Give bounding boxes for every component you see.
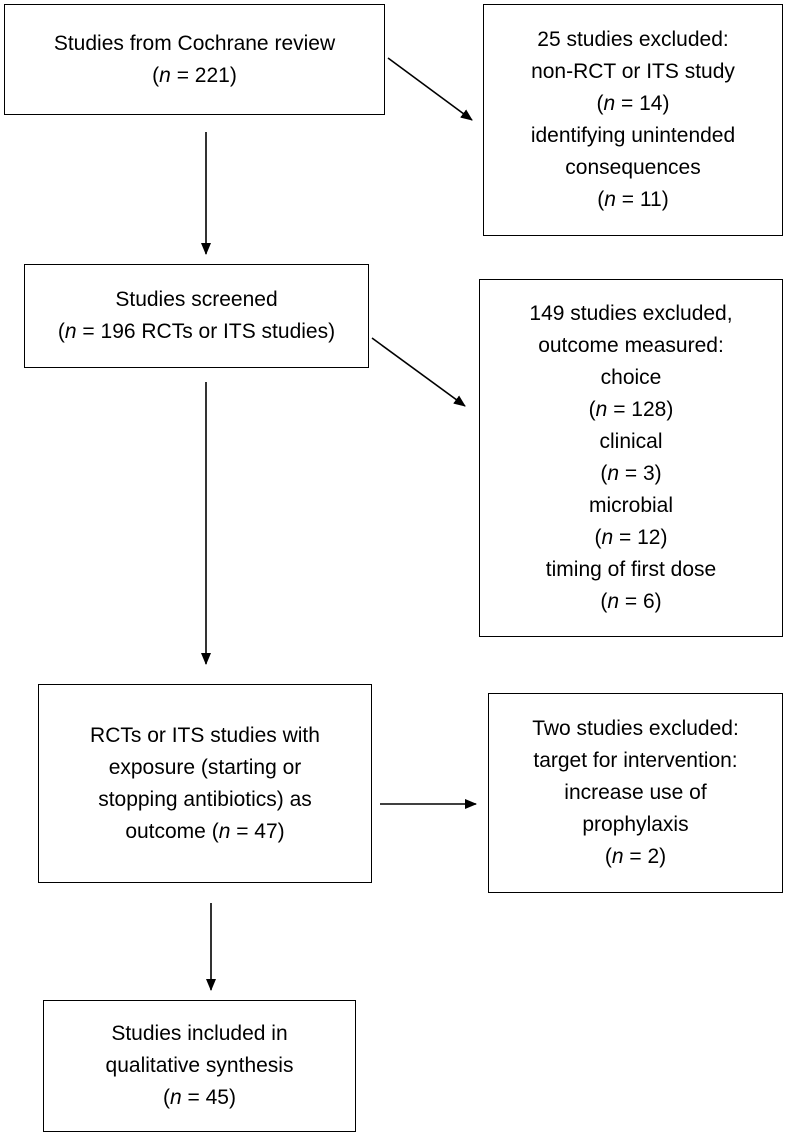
excluded-nonrct-count: (n = 14) — [596, 92, 670, 115]
box-excluded-outcome: 149 studies excluded, outcome measured: … — [479, 279, 783, 637]
arrow-cochrane-to-excluded — [387, 57, 473, 121]
box-screened-title: Studies screened — [115, 288, 278, 311]
box-studies-included: Studies included in qualitative synthesi… — [43, 1000, 356, 1132]
box-cochrane-review: Studies from Cochrane review (n = 221) — [4, 4, 385, 115]
box-screened-count: (n = 196 RCTs or ITS studies) — [57, 320, 336, 343]
excluded-outcome-title-2: outcome measured: — [538, 334, 724, 357]
box-excluded-nonrct: 25 studies excluded: non-RCT or ITS stud… — [483, 4, 783, 236]
outcome-microbial-count: (n = 12) — [594, 526, 668, 549]
included-line-1: Studies included in — [111, 1022, 288, 1045]
exposure-line-3: stopping antibiotics) as — [98, 787, 312, 811]
excluded-nonrct-title: 25 studies excluded: — [537, 28, 729, 51]
outcome-choice-label: choice — [600, 366, 662, 389]
excluded-prophylaxis-line-2: target for intervention: — [533, 749, 738, 772]
outcome-choice-count: (n = 128) — [588, 398, 674, 421]
outcome-timing-count: (n = 6) — [600, 590, 662, 613]
outcome-clinical-count: (n = 3) — [600, 462, 662, 485]
outcome-timing-label: timing of first dose — [545, 558, 717, 581]
box-exposure-outcome: RCTs or ITS studies with exposure (start… — [38, 684, 372, 883]
exposure-line-1: RCTs or ITS studies with — [90, 723, 320, 747]
excluded-prophylaxis-line-1: Two studies excluded: — [532, 717, 739, 740]
exposure-line-2: exposure (starting or — [108, 755, 302, 779]
included-line-2: qualitative synthesis — [105, 1054, 294, 1077]
outcome-microbial-label: microbial — [588, 494, 674, 517]
arrow-screened-to-excluded — [371, 337, 466, 407]
excluded-nonrct-reason: non-RCT or ITS study — [531, 60, 735, 83]
excluded-unintended-reason-1: identifying unintended — [530, 124, 736, 147]
included-count: (n = 45) — [163, 1086, 236, 1109]
box-studies-screened: Studies screened (n = 196 RCTs or ITS st… — [24, 264, 369, 368]
excluded-outcome-title-1: 149 studies excluded, — [529, 302, 733, 325]
excluded-unintended-reason-2: consequences — [565, 156, 701, 179]
excluded-prophylaxis-count: (n = 2) — [604, 845, 667, 868]
box-cochrane-title: Studies from Cochrane review — [53, 31, 336, 55]
excluded-prophylaxis-line-4: prophylaxis — [582, 813, 689, 836]
exposure-count: outcome (n = 47) — [125, 819, 285, 843]
excluded-unintended-count: (n = 11) — [597, 188, 669, 211]
outcome-clinical-label: clinical — [599, 430, 663, 453]
excluded-prophylaxis-line-3: increase use of — [564, 781, 707, 804]
box-cochrane-count: (n = 221) — [152, 63, 237, 87]
box-excluded-prophylaxis: Two studies excluded: target for interve… — [488, 693, 783, 893]
